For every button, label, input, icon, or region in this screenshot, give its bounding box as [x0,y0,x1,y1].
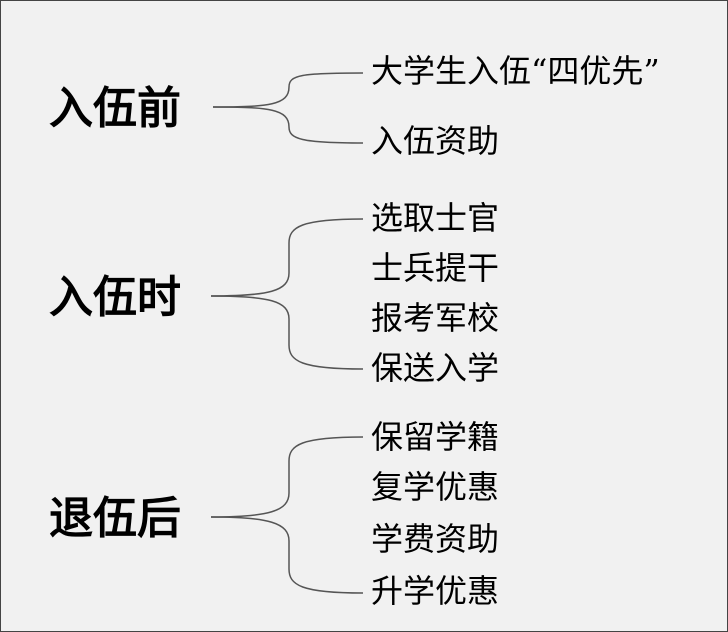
item-further-study-benefit: 升学优惠 [371,572,500,610]
item-military-academy-exam: 报考军校 [371,299,500,337]
phase-label-during-enlistment: 入伍时 [49,272,181,323]
item-resume-study-benefit: 复学优惠 [371,468,500,506]
item-retain-enrollment: 保留学籍 [371,418,500,456]
item-soldier-promotion: 士兵提干 [371,249,500,287]
bracket-group-3 [210,436,364,594]
item-four-priorities: 大学生入伍“四优先” [371,52,660,90]
phase-label-before-enlistment: 入伍前 [49,83,181,134]
item-select-nco: 选取士官 [371,199,500,237]
item-recommended-admission: 保送入学 [371,349,500,387]
bracket-group-1 [212,72,364,144]
item-enlistment-funding: 入伍资助 [371,122,500,160]
bracket-group-2 [210,218,364,370]
item-tuition-funding: 学费资助 [371,520,500,558]
phase-label-after-discharge: 退伍后 [49,493,181,544]
